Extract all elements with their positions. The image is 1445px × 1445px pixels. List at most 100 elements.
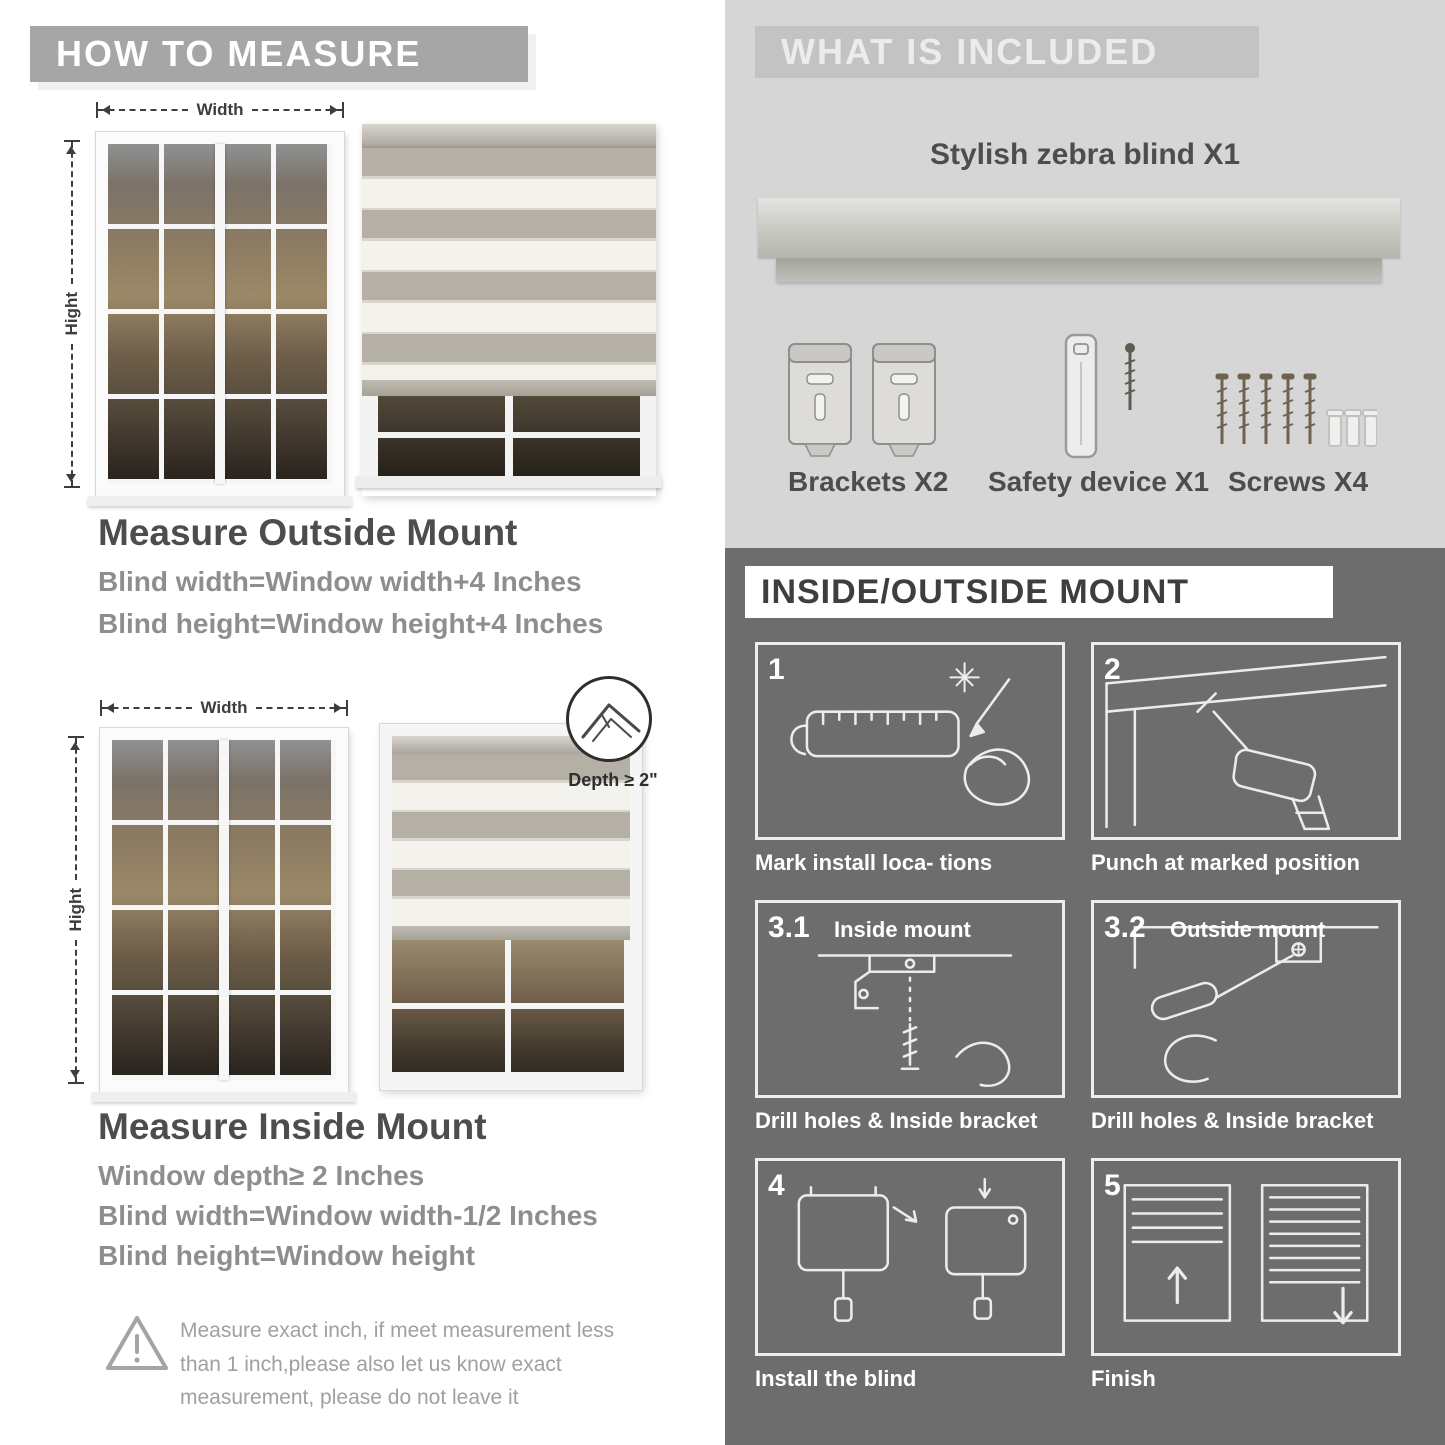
width-arrow-inside: Width xyxy=(100,698,348,718)
arrow-tick xyxy=(346,700,348,716)
step-1-panel: 1 xyxy=(755,642,1065,840)
step-number: 3.1 xyxy=(768,911,810,944)
arrow-tick xyxy=(68,736,84,738)
window-panes-below xyxy=(392,940,630,1078)
window-panes xyxy=(112,740,336,1080)
mount-section-title: INSIDE/OUTSIDE MOUNT xyxy=(745,566,1333,618)
arrow-shaft xyxy=(255,703,346,713)
step-2: 2 Punch at marked position xyxy=(1091,642,1401,876)
step-1: 1 Mark install loca- tions xyxy=(755,642,1065,876)
blind-cassette xyxy=(362,124,656,148)
measure-warning-text: Measure exact inch, if meet measurement … xyxy=(180,1319,615,1410)
what-is-included-banner: WHAT IS INCLUDED xyxy=(755,26,1259,78)
window-below-blind xyxy=(362,396,656,476)
step-1-illustration-icon xyxy=(790,662,1031,806)
arrow-tick xyxy=(64,140,80,142)
outside-mount-line2: Blind height=Window height+4 Inches xyxy=(98,608,604,639)
brackets-label: Brackets X2 xyxy=(788,466,949,497)
how-to-measure-banner: HOW TO MEASURE xyxy=(30,26,528,82)
step-5-caption: Finish xyxy=(1091,1366,1156,1391)
arrow-tick xyxy=(100,700,102,716)
step-2-panel: 2 xyxy=(1091,642,1401,840)
height-arrow-outside: Hight xyxy=(62,140,82,488)
blind-inner xyxy=(392,736,630,1078)
step-3-1-illustration-icon xyxy=(817,954,1013,1088)
product-name: Stylish zebra blind X1 xyxy=(929,138,1241,171)
outside-mount-line1: Blind width=Window width+4 Inches xyxy=(98,566,582,597)
width-label: Width xyxy=(192,698,256,718)
arrow-tick xyxy=(342,102,344,118)
blind-bottom-rail xyxy=(362,380,656,396)
step-5-illustration-icon xyxy=(1123,1183,1369,1325)
inside-mount-label: Inside mount xyxy=(834,917,971,942)
blind-stripes xyxy=(392,754,630,926)
inside-mount-line1: Window depth≥ 2 Inches xyxy=(98,1160,425,1191)
safety-device-icon xyxy=(1064,333,1136,459)
step-3-1-caption: Drill holes & Inside bracket xyxy=(755,1108,1038,1133)
step-3-2-panel: 3.2 Outside mount xyxy=(1091,900,1401,1098)
step-4: 4 Install the blind xyxy=(755,1158,1065,1392)
blind-headrail-lip xyxy=(776,258,1382,282)
step-3-1-panel: 3.1 Inside mount xyxy=(755,900,1065,1098)
step-1-caption: Mark install loca- tions xyxy=(755,850,993,875)
safety-device-label: Safety device X1 xyxy=(988,466,1210,497)
step-4-illustration-icon xyxy=(797,1177,1027,1322)
arrow-shaft xyxy=(102,703,193,713)
window-panes xyxy=(108,144,332,484)
step-2-illustration-icon xyxy=(1105,655,1387,831)
step-number: 3.2 xyxy=(1104,911,1146,944)
step-4-panel: 4 xyxy=(755,1158,1065,1356)
height-arrow-inside: Hight xyxy=(66,736,86,1084)
height-label: Hight xyxy=(62,284,82,344)
outside-mount-title: Measure Outside Mount xyxy=(98,512,518,553)
arrow-tick xyxy=(68,1082,84,1084)
mount-section: INSIDE/OUTSIDE MOUNT xyxy=(725,548,1445,1445)
step-number: 2 xyxy=(1104,653,1121,686)
screws-label: Screws X4 xyxy=(1228,466,1369,497)
height-label: Hight xyxy=(66,880,86,940)
step-5-panel: 5 xyxy=(1091,1158,1401,1356)
arrow-shaft xyxy=(70,738,80,881)
window-sill xyxy=(356,476,662,488)
outside-mount-label: Outside mount xyxy=(1170,917,1326,942)
window-photo-outside xyxy=(88,132,352,506)
step-number: 4 xyxy=(768,1169,785,1202)
how-to-measure-title: HOW TO MEASURE xyxy=(56,33,422,74)
window-photo-inside xyxy=(92,728,356,1102)
inside-mount-line2: Blind width=Window width-1/2 Inches xyxy=(98,1200,598,1231)
step-5: 5 Finish xyxy=(1091,1158,1401,1392)
brackets-icon xyxy=(788,343,936,457)
step-number: 1 xyxy=(768,653,785,686)
warning-triangle-icon xyxy=(106,1316,168,1370)
arrow-shaft xyxy=(98,105,189,115)
inside-mount-title: Measure Inside Mount xyxy=(98,1106,487,1147)
arrow-shaft xyxy=(251,105,342,115)
arrow-tick xyxy=(64,486,80,488)
blind-stripes xyxy=(362,148,656,380)
arrow-tick xyxy=(96,102,98,118)
blind-bottom-rail xyxy=(392,926,630,940)
arrow-shaft xyxy=(70,939,80,1082)
inside-mount-line3: Blind height=Window height xyxy=(98,1240,475,1271)
step-3-2-illustration-icon xyxy=(1133,925,1379,1083)
width-label: Width xyxy=(188,100,252,120)
what-is-included-title: WHAT IS INCLUDED xyxy=(781,31,1159,72)
step-2-caption: Punch at marked position xyxy=(1091,850,1360,875)
zebra-blind-inside xyxy=(380,724,642,1090)
step-number: 5 xyxy=(1104,1169,1121,1202)
step-4-caption: Install the blind xyxy=(755,1366,917,1391)
mount-steps-grid: 1 Mark install loca- tions xyxy=(755,642,1401,1392)
blind-cassette xyxy=(392,736,630,754)
step-3-2: 3.2 Outside mount Drill holes & Inside b… xyxy=(1091,900,1401,1134)
depth-label: Depth ≥ 2" xyxy=(568,770,658,790)
arrow-shaft xyxy=(66,343,76,486)
screws-icon xyxy=(1215,373,1377,447)
width-arrow-outside: Width xyxy=(96,100,344,120)
blind-headrail-image xyxy=(758,198,1400,258)
depth-callout-circle xyxy=(566,676,652,762)
zebra-blind-outside xyxy=(356,124,662,496)
step-3-2-caption: Drill holes & Inside bracket xyxy=(1091,1108,1374,1133)
arrow-shaft xyxy=(66,142,76,285)
step-3-1: 3.1 Inside mount Drill holes & Inside br… xyxy=(755,900,1065,1134)
